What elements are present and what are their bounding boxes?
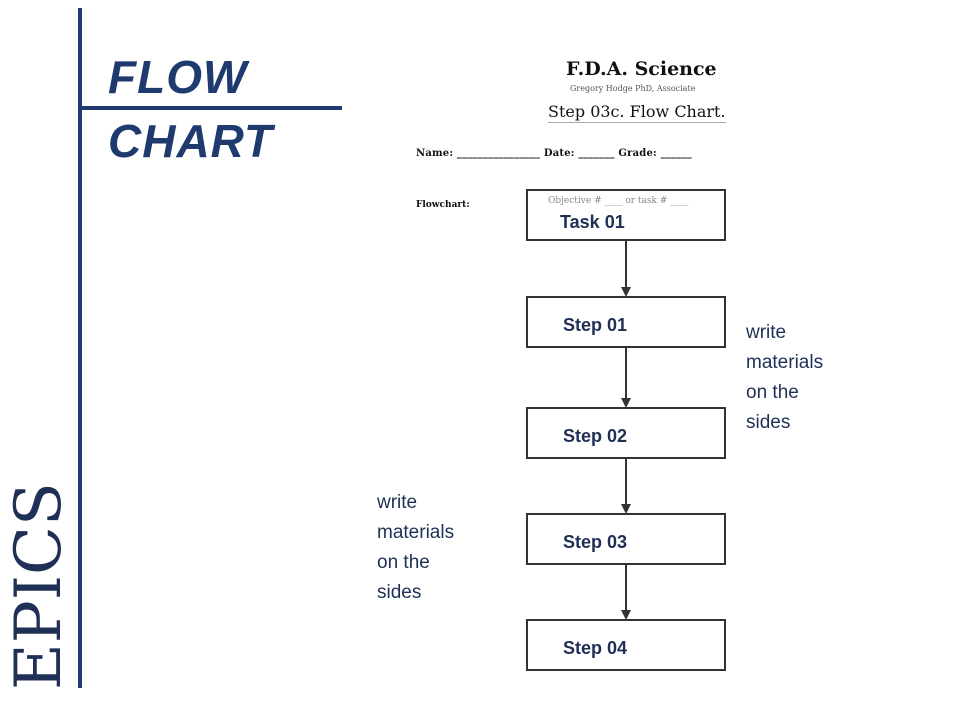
document-title: F.D.A. Science	[566, 58, 717, 80]
objective-line: Objective # ____ or task # ____	[548, 196, 689, 206]
note-line: sides	[746, 412, 791, 433]
title-underline	[80, 106, 342, 110]
flowchart-label: Flowchart:	[416, 200, 470, 210]
side-note-left: write materials on the sides	[377, 488, 487, 608]
note-line: materials	[377, 522, 455, 543]
document-author: Gregory Hodge PhD, Associate	[570, 84, 696, 93]
slide-title-line1: FLOW	[108, 51, 248, 103]
flowchart-box-label: Task 01	[560, 212, 625, 232]
flowchart-box-label: Step 03	[563, 532, 627, 552]
slide-title-line2: CHART	[108, 115, 274, 167]
note-line: on the	[746, 382, 799, 403]
document-subtitle: Step 03c. Flow Chart.	[548, 102, 726, 123]
note-line: materials	[746, 352, 824, 373]
flowchart-box	[526, 513, 726, 565]
vertical-accent-line	[78, 8, 82, 688]
flowchart-box-label: Step 04	[563, 638, 627, 658]
flowchart-box	[526, 296, 726, 348]
note-line: write	[746, 322, 787, 343]
flowchart-box	[526, 407, 726, 459]
note-line: sides	[377, 582, 422, 603]
flowchart-box-label: Step 01	[563, 315, 627, 335]
side-note-right: write materials on the sides	[746, 318, 856, 438]
note-line: write	[377, 492, 418, 513]
document-info-line: Name: ________________ Date: _______ Gra…	[416, 148, 692, 159]
logo-text: EPICS	[12, 482, 74, 690]
flowchart-box-label: Step 02	[563, 426, 627, 446]
epics-logo: EPICS	[12, 482, 74, 690]
flowchart-box	[526, 619, 726, 671]
note-line: on the	[377, 552, 430, 573]
